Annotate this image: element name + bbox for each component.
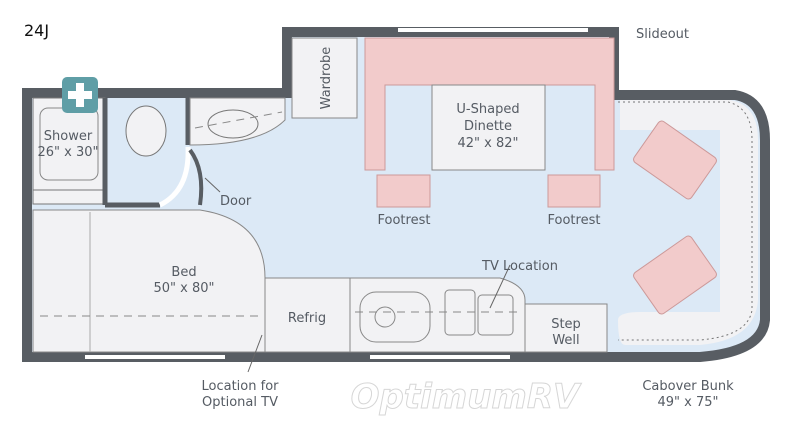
cabover-label: Cabover Bunk xyxy=(642,379,734,394)
plus-icon xyxy=(68,83,92,107)
window xyxy=(398,28,588,32)
optional-tv-label: Location for xyxy=(202,379,280,394)
cab-seat-driver xyxy=(633,235,717,315)
step-well xyxy=(524,303,608,353)
dash xyxy=(194,111,283,129)
footrest-left-label: Footrest xyxy=(378,213,431,228)
tv-location-label: TV Location xyxy=(481,259,558,274)
dinette-label: U-Shaped xyxy=(456,102,519,117)
bed-label: Bed xyxy=(171,265,196,280)
sink xyxy=(207,109,259,139)
dinette-label-2: Dinette xyxy=(464,119,512,134)
toilet xyxy=(125,105,167,157)
leader xyxy=(247,334,263,373)
footrest-left xyxy=(376,174,431,208)
shower-size: 26" x 30" xyxy=(37,145,98,160)
cabover-size: 49" x 75" xyxy=(657,395,718,410)
dinette-size: 42" x 82" xyxy=(457,136,518,151)
refrigerator xyxy=(264,277,351,353)
outer-wall xyxy=(22,27,770,362)
window xyxy=(370,355,510,359)
leader xyxy=(204,177,221,193)
cabover-bunk xyxy=(618,100,758,345)
well-label: Well xyxy=(552,333,579,348)
watermark-logo: OptimumRV xyxy=(351,377,582,417)
footrest-right-label: Footrest xyxy=(548,213,601,228)
bed xyxy=(32,209,266,353)
door xyxy=(188,148,204,206)
bed-size: 50" x 80" xyxy=(153,281,214,296)
step-label: Step xyxy=(551,317,581,332)
optional-tv-label-2: Optional TV xyxy=(202,395,278,410)
slideout-label: Slideout xyxy=(636,27,689,42)
burner xyxy=(374,306,396,328)
cab-seat-passenger xyxy=(633,120,717,200)
leader xyxy=(489,264,511,309)
wardrobe-label: Wardrobe xyxy=(319,47,334,110)
bath-door xyxy=(158,146,191,208)
refrig-label: Refrig xyxy=(288,311,326,326)
dinette-table xyxy=(431,84,546,171)
shelf xyxy=(32,189,106,205)
door-label: Door xyxy=(220,194,252,209)
wardrobe xyxy=(291,37,358,119)
stove xyxy=(359,291,431,343)
window xyxy=(85,355,225,359)
shower-label: Shower xyxy=(44,129,93,144)
footrest-right xyxy=(547,174,601,208)
shower-pan xyxy=(39,107,99,181)
model-name: 24J xyxy=(24,21,49,40)
bunk-outline xyxy=(618,101,753,341)
